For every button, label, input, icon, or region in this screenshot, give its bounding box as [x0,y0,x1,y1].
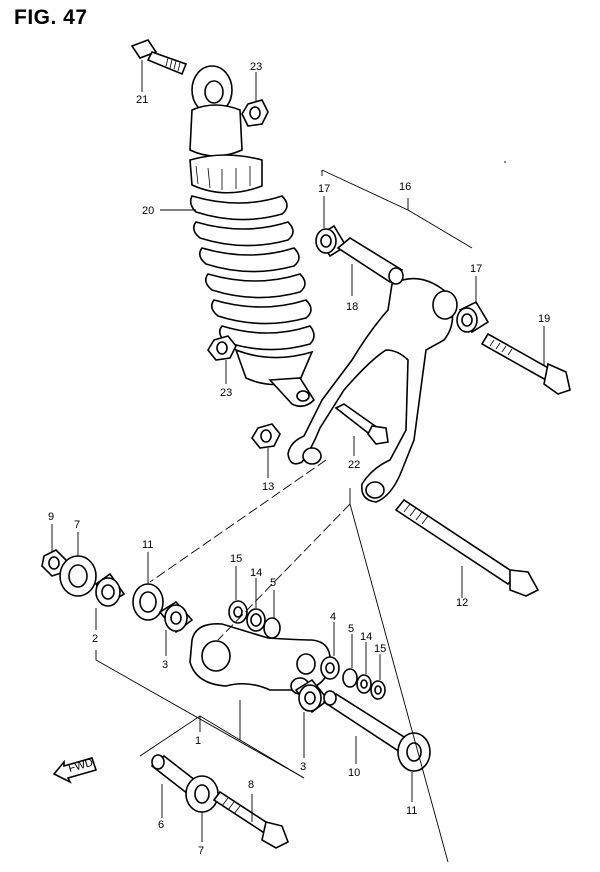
collar-15-lower [370,680,386,700]
bearing-3-top [158,600,194,634]
fwd-arrow-icon: FWD [52,757,98,784]
figure-title: FIG. 47 [14,6,88,29]
bearing-4 [320,656,340,680]
callout-23: 23 [250,61,262,73]
washer-7-left [59,555,97,597]
callout-13: 13 [262,481,274,493]
callout-5: 5 [348,623,354,635]
callout-4: 4 [330,611,336,623]
callout-1: 1 [195,735,201,747]
callout-numbers: 21 23 20 16 17 17 18 19 23 22 13 9 7 11 … [48,61,550,857]
needle-bearing-17-right [456,300,490,334]
seal-5-upper [263,617,281,639]
callout-3: 3 [162,659,168,671]
washer-14-upper [246,608,266,632]
shock-absorber [189,65,316,408]
leader-lines [51,60,545,863]
callout-23: 23 [220,387,232,399]
connecting-rod [189,623,331,695]
linkage-nut-13 [251,423,281,449]
callout-12: 12 [456,597,468,609]
shock-bottom-bolt-22 [334,403,389,445]
callout-11: 11 [406,805,417,817]
callout-7: 7 [74,519,80,531]
cushion-lever [287,277,458,503]
callout-15: 15 [230,553,242,565]
callout-19: 19 [538,313,550,325]
oil-seal-11-lower [397,732,431,772]
bolt-8 [212,790,290,849]
callout-17: 17 [318,183,330,195]
callout-21: 21 [136,94,148,106]
callout-8: 8 [248,779,254,791]
callout-10: 10 [348,767,360,779]
washer-7-lower [185,775,219,813]
shock-top-nut [241,99,269,127]
shock-bottom-nut [207,335,237,361]
needle-bearing-17-left [315,224,348,258]
callout-2: 2 [92,633,98,645]
callout-14: 14 [360,631,372,643]
long-bolt-12 [394,498,540,597]
washer-14-lower [356,674,372,694]
bearing-2 [94,572,126,607]
callout-3: 3 [300,761,306,773]
callout-18: 18 [346,301,358,313]
callout-16: 16 [399,181,411,193]
callout-7: 7 [198,845,204,857]
seal-5-lower [342,668,358,688]
callout-22: 22 [348,459,360,471]
callout-11: 11 [142,539,153,551]
shock-top-bolt [130,39,188,76]
collar-15-upper [228,600,248,624]
callout-9: 9 [48,511,54,523]
callout-20: 20 [142,205,154,217]
lever-bolt-19 [480,332,571,395]
callout-14: 14 [250,567,262,579]
callout-5: 5 [270,577,276,589]
callout-6: 6 [158,819,164,831]
callout-17: 17 [470,263,482,275]
oil-seal-11-left [132,583,164,621]
spacer-10 [322,690,414,753]
spacer-18 [336,237,404,285]
callout-15: 15 [374,643,386,655]
